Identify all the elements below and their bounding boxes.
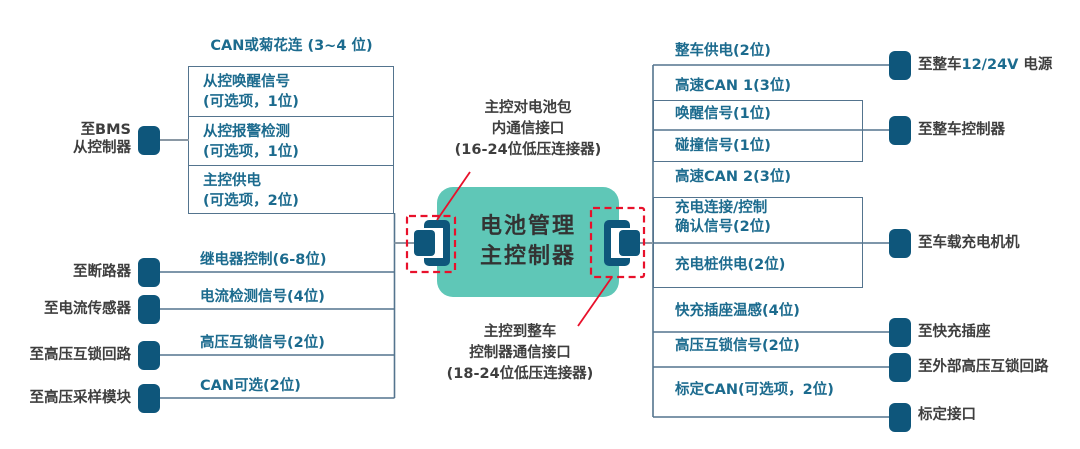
device-label-hv-sampling: 至高压采样模块 [29,390,132,406]
bottom-note-callout-line [577,276,613,327]
signal-label-calibration-can: 标定CAN(可选项，2位) [675,382,834,398]
left-plug-icon [414,220,450,266]
connector-block-calibration [889,403,911,432]
device-label-ext-hv-interlock: 至外部高压互锁回路 [918,359,1049,375]
device-label-vehicle-power: 至整车12/24V 电源 [918,55,1052,75]
right-plug-highlight-box [589,206,646,279]
daisy-row-sublabel: (可选项，1位) [203,94,299,110]
signal-label-relay: 继电器控制(6-8位) [200,252,327,268]
daisy-chain-box: 从控唤醒信号 (可选项，1位) 从控报警检测 (可选项，1位) 主控供电 (可选… [188,66,394,214]
bottom-note-line1: 主控到整车 [483,324,557,340]
main-controller-title-line2: 主控制器 [479,244,576,269]
connector-block-bms [138,126,160,155]
connector-block-fast-charge [889,318,911,347]
signal-label-current: 电流检测信号(4位) [200,289,325,305]
bottom-note-line3: (18-24位低压连接器) [446,366,594,382]
daisy-row-label: 从控唤醒信号 [203,74,290,90]
device-label-vcu: 至整车控制器 [918,122,1005,138]
signal-label-wakeup: 唤醒信号(1位) [675,106,771,122]
top-note-line1: 主控对电池包 [484,100,572,116]
main-controller-box: 电池管理 主控制器 [437,187,619,297]
connector-block-hv-interlock [138,341,160,370]
signal-label-charge-pile: 充电桩供电(2位) [675,257,786,273]
bms-device-label-line2: 从控制器 [73,140,131,156]
bms-device-label-line1: 至BMS [80,122,131,138]
bottom-note-line2: 控制器通信接口 [469,345,571,361]
daisy-row-power: 主控供电 (可选项，2位) [189,165,393,214]
signal-label-charge-connect-line2: 确认信号(2位) [675,219,771,235]
connector-block-obc [889,229,911,258]
connector-block-vcu [889,116,911,145]
connector-block-ext-interlock [889,353,911,382]
left-plug-highlight-box [405,214,457,274]
daisy-chain-title: CAN或菊花连 (3~4 位) [210,38,373,54]
top-note-line3: (16-24位低压连接器) [454,142,602,158]
signal-label-hv-interlock-left: 高压互锁信号(2位) [200,335,325,351]
connector-block-current-sensor [138,295,160,324]
signal-label-hs-can2: 高速CAN 2(3位) [675,169,791,185]
signal-label-fast-charge-temp: 快充插座温感(4位) [675,303,800,319]
top-note-line2: 内通信接口 [491,121,565,137]
signal-label-hv-interlock-right: 高压互锁信号(2位) [675,338,800,354]
daisy-row-alarm: 从控报警检测 (可选项，1位) [189,116,393,165]
device-label-hv-interlock-loop: 至高压互锁回路 [29,347,132,363]
signal-label-hs-can1: 高速CAN 1(3位) [675,78,791,94]
bms-device-label: 至BMS 从控制器 [10,121,131,157]
main-controller-title-line1: 电池管理 [479,214,576,239]
daisy-row-label: 主控供电 [203,173,261,189]
device-label-vehicle-power-post: 电源 [1018,57,1053,73]
bottom-interface-note: 主控到整车 控制器通信接口 (18-24位低压连接器) [430,322,610,385]
device-label-fast-charge-socket: 至快充插座 [918,324,991,340]
device-label-calibration-port: 标定接口 [918,407,976,423]
top-interface-note: 主控对电池包 内通信接口 (16-24位低压连接器) [438,98,618,161]
device-label-vehicle-power-pre: 至整车 [918,57,962,73]
daisy-row-label: 从控报警检测 [203,124,290,140]
signal-label-vehicle-power: 整车供电(2位) [675,43,771,59]
signal-label-charge-connect-line1: 充电连接/控制 [675,200,768,216]
signal-label-crash: 碰撞信号(1位) [675,138,771,154]
connector-block-vehicle-power [889,51,911,80]
top-note-callout-line [436,171,471,221]
daisy-row-sublabel: (可选项，2位) [203,193,299,209]
device-label-vehicle-power-voltage: 12/24V [961,57,1019,73]
daisy-row-wakeup: 从控唤醒信号 (可选项，1位) [189,67,393,116]
device-label-breaker: 至断路器 [73,264,131,280]
daisy-row-sublabel: (可选项，1位) [203,144,299,160]
connector-block-breaker [138,258,160,287]
right-plug-icon [604,220,640,266]
signal-label-can-optional: CAN可选(2位) [200,378,301,394]
device-label-obc: 至车载充电机机 [918,235,1020,251]
device-label-current-sensor: 至电流传感器 [44,301,131,317]
signal-label-charge-connect: 充电连接/控制 确认信号(2位) [675,199,771,237]
connector-block-hv-sampling [138,384,160,413]
